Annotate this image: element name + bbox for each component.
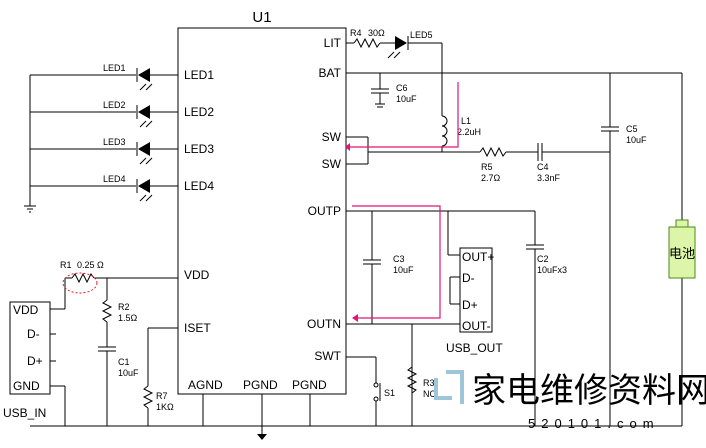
c4-value: 3.3nF bbox=[537, 173, 561, 183]
led-5 bbox=[395, 36, 407, 50]
led-1-label: LED1 bbox=[103, 63, 126, 73]
led-bank bbox=[24, 74, 178, 213]
pin-pgnd-2: PGND bbox=[292, 378, 327, 392]
c4-name: C4 bbox=[537, 162, 549, 172]
resistor-r5 bbox=[479, 146, 507, 158]
pin-agnd: AGND bbox=[188, 378, 223, 392]
r4-name: R4 bbox=[350, 28, 362, 38]
resistor-r3 bbox=[406, 366, 418, 394]
usb-in-pin-dplus: D+ bbox=[27, 354, 43, 368]
watermark-url: 520101.com bbox=[528, 416, 660, 431]
c5-name: C5 bbox=[626, 124, 638, 134]
r1-highlight bbox=[62, 272, 98, 294]
r3-value: NC bbox=[423, 389, 436, 399]
led-4: LED4 bbox=[103, 174, 153, 202]
led-1: LED1 bbox=[103, 63, 153, 91]
bat-rail: C6 10uF L1 2.2uH C5 10uF bbox=[346, 72, 683, 426]
resistor-r1 bbox=[71, 272, 95, 284]
pin-led3: LED3 bbox=[184, 142, 214, 156]
pin-lit: LIT bbox=[324, 36, 342, 50]
pin-bat: BAT bbox=[319, 66, 342, 80]
swt-section: S1 R3 NC bbox=[346, 356, 436, 426]
usb-in-connector bbox=[9, 301, 51, 395]
pin-sw-1: SW bbox=[322, 130, 342, 144]
r5-name: R5 bbox=[481, 162, 493, 172]
c6-value: 10uF bbox=[396, 94, 417, 104]
pin-pgnd-1: PGND bbox=[243, 378, 278, 392]
c6-name: C6 bbox=[396, 83, 408, 93]
output-section: C3 10uF C2 10uFx3 OUT+ D- D+ OUT- USB_OU… bbox=[346, 210, 567, 426]
pin-led2: LED2 bbox=[184, 105, 214, 119]
chip-title: U1 bbox=[252, 9, 271, 26]
l1-value: 2.2uH bbox=[457, 127, 481, 137]
pin-led1: LED1 bbox=[184, 68, 214, 82]
pin-led4: LED4 bbox=[184, 179, 214, 193]
usb-out-title: USB_OUT bbox=[446, 341, 503, 355]
usb-out-pin-dplus: D+ bbox=[462, 298, 478, 312]
r2-value: 1.5Ω bbox=[118, 313, 138, 323]
switch-s1 bbox=[373, 382, 379, 388]
vdd-input: R1 0.25 Ω R2 1.5Ω C1 10uF R7 1KΩ VDD D- … bbox=[3, 260, 178, 426]
watermark-text: 家电维修资料网 bbox=[472, 372, 706, 410]
c3-value: 10uF bbox=[393, 265, 414, 275]
r4-value: 30Ω bbox=[368, 28, 385, 38]
usb-out-pin-outplus: OUT+ bbox=[462, 250, 494, 264]
c2-name: C2 bbox=[537, 254, 549, 264]
r1-name: R1 bbox=[60, 260, 72, 270]
c5-value: 10uF bbox=[626, 135, 647, 145]
usb-out-pin-outminus: OUT- bbox=[462, 319, 491, 333]
battery-label: 电池 bbox=[669, 246, 695, 261]
usb-out-connector bbox=[459, 247, 493, 333]
led-3-label: LED3 bbox=[103, 137, 126, 147]
c1-value: 10uF bbox=[118, 368, 139, 378]
ground-bus bbox=[30, 394, 682, 440]
resistor-r7 bbox=[142, 385, 154, 409]
c2-value: 10uFx3 bbox=[537, 265, 567, 275]
c3-name: C3 bbox=[393, 254, 405, 264]
inductor-l1 bbox=[441, 115, 448, 147]
usb-in-pin-dminus: D- bbox=[27, 327, 40, 341]
r7-name: R7 bbox=[156, 391, 168, 401]
led-4-label: LED4 bbox=[103, 174, 126, 184]
r5-value: 2.7Ω bbox=[481, 173, 501, 183]
watermark: 家电维修资料网 520101.com bbox=[434, 370, 706, 431]
s1-name: S1 bbox=[384, 388, 395, 398]
sw-node: R5 2.7Ω C4 3.3nF bbox=[346, 136, 610, 183]
resistor-r4 bbox=[353, 37, 381, 49]
led-2-label: LED2 bbox=[103, 100, 126, 110]
usb-in-title: USB_IN bbox=[3, 406, 46, 420]
usb-in-pin-vdd: VDD bbox=[13, 303, 39, 317]
pin-vdd: VDD bbox=[184, 268, 210, 282]
r7-value: 1KΩ bbox=[156, 402, 174, 412]
battery: 电池 bbox=[668, 219, 696, 279]
resistor-r2 bbox=[101, 299, 113, 323]
usb-in-pin-gnd: GND bbox=[13, 379, 40, 393]
led-2: LED2 bbox=[103, 100, 153, 128]
usb-out-pin-dminus: D- bbox=[462, 271, 475, 285]
r2-name: R2 bbox=[118, 302, 130, 312]
pin-sw-2: SW bbox=[322, 157, 342, 171]
c1-name: C1 bbox=[118, 357, 130, 367]
pin-swt: SWT bbox=[314, 349, 341, 363]
lit-branch: R4 30Ω LED5 bbox=[346, 28, 443, 73]
pin-outn: OUTN bbox=[307, 317, 341, 331]
pin-outp: OUTP bbox=[308, 204, 341, 218]
l1-name: L1 bbox=[461, 116, 471, 126]
r1-value: 0.25 Ω bbox=[77, 260, 104, 270]
led5-name: LED5 bbox=[410, 30, 433, 40]
led-3: LED3 bbox=[103, 137, 153, 165]
r3-name: R3 bbox=[423, 378, 435, 388]
battery-cell bbox=[668, 226, 696, 279]
pin-iset: ISET bbox=[184, 321, 211, 335]
current-path bbox=[345, 82, 459, 322]
